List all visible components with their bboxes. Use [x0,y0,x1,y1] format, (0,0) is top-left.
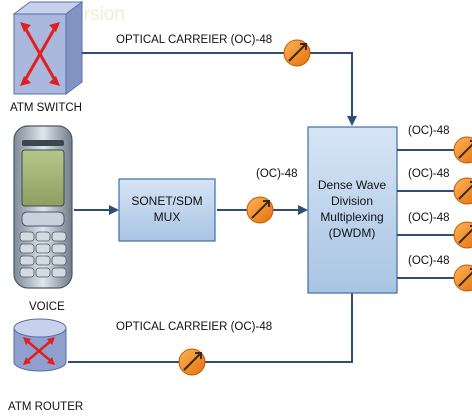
bottom-carrier-label: OPTICAL CARREIER (OC)-48 [116,321,272,333]
output-label-2: (OC)-48 [408,168,450,180]
sonet-mux-box: SONET/SDM MUX [118,178,216,242]
dwdm-line-4: (DWDM) [329,226,376,240]
atm-switch-label: ATM SWITCH [10,102,82,114]
output-label-4: (OC)-48 [408,255,450,267]
dwdm-line-1: Dense Wave [318,178,387,192]
output-label-1: (OC)-48 [408,125,450,137]
dwdm-line-3: Multiplexing [320,210,383,224]
mux-line-2: MUX [154,210,181,224]
mux-line-1: SONET/SDM [131,194,202,208]
output-link-1: (OC)-48 [397,125,472,164]
mux-amplifier-icon [246,196,274,224]
dwdm-line-2: Division [331,194,373,208]
voice-label: VOICE [29,301,65,313]
output-label-3: (OC)-48 [408,212,450,224]
dwdm-box: Dense Wave Division Multiplexing (DWDM) [307,126,398,294]
atm-router-icon [13,318,67,372]
phone-icon [13,125,73,289]
output-amplifier-icon [453,177,472,205]
mux-output-label: (OC)-48 [256,168,298,180]
top-amplifier-icon [283,39,311,67]
output-amplifier-icon [453,221,472,249]
output-link-3: (OC)-48 [397,212,472,249]
output-link-2: (OC)-48 [397,168,472,205]
top-carrier-link [82,52,357,126]
bottom-amplifier-icon [178,348,206,376]
atm-router-label: ATM ROUTER [8,401,83,413]
output-link-4: (OC)-48 [397,255,472,292]
top-carrier-label: OPTICAL CARREIER (OC)-48 [116,34,272,46]
atm-switch-icon [12,1,84,95]
output-amplifier-icon [453,264,472,292]
bottom-carrier-link [68,283,357,363]
output-amplifier-icon [453,136,472,164]
